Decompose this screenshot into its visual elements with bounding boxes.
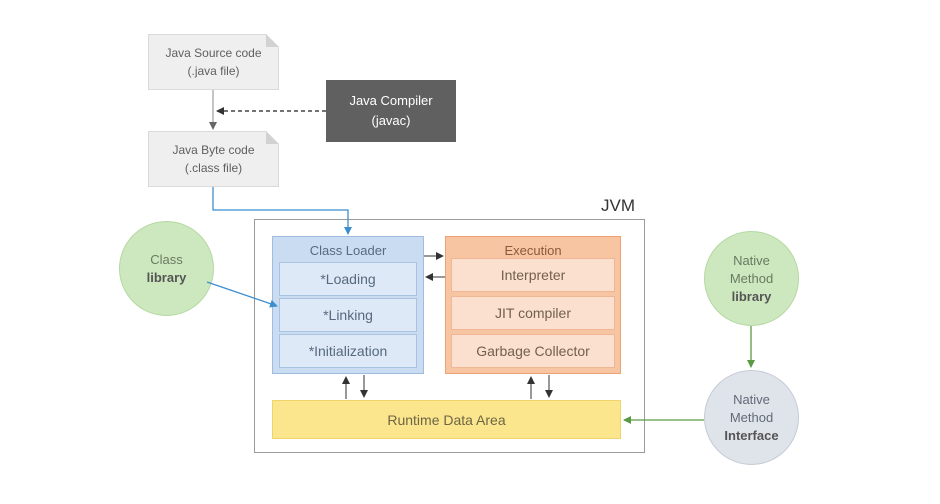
linking-step: *Linking (279, 298, 417, 332)
jit-compiler-component: JIT compiler (451, 296, 615, 330)
class-library-line2: library (146, 269, 187, 285)
initialization-step: *Initialization (279, 334, 417, 368)
class-library-line1: Class (150, 251, 183, 267)
loading-step: *Loading (279, 262, 417, 296)
native-method-library-node: Native Method library (704, 231, 799, 326)
jvm-label: JVM (601, 196, 635, 215)
class-library-node: Class library (119, 221, 214, 316)
java-byte-code-label: Java Byte code (172, 143, 255, 157)
native-interface-line1: Native (733, 391, 770, 407)
bytecode-to-classloader-arrow (212, 187, 352, 235)
native-library-line3: library (731, 288, 772, 304)
java-class-file-label: (.class file) (184, 161, 243, 175)
execution-title: Execution (504, 243, 562, 258)
java-byte-code-node: Java Byte code (.class file) (148, 131, 279, 187)
native-library-line1: Native (733, 252, 770, 268)
native-interface-line2: Method (729, 409, 774, 425)
java-source-code-node: Java Source code (.java file) (148, 34, 279, 90)
java-source-file-label: (.java file) (187, 64, 240, 78)
native-method-interface-node: Native Method Interface (704, 370, 799, 465)
runtime-data-area: Runtime Data Area (272, 400, 621, 439)
native-interface-line3: Interface (724, 427, 779, 443)
garbage-collector-component: Garbage Collector (451, 334, 615, 368)
javac-label: (javac) (371, 113, 411, 128)
class-loader-title: Class Loader (309, 243, 387, 258)
java-compiler-node: Java Compiler (javac) (326, 80, 456, 142)
java-source-code-label: Java Source code (165, 46, 262, 60)
java-compiler-label: Java Compiler (349, 93, 433, 108)
classlibrary-to-classloader-arrow (206, 281, 278, 308)
interpreter-component: Interpreter (451, 258, 615, 292)
native-library-line2: Method (729, 270, 774, 286)
